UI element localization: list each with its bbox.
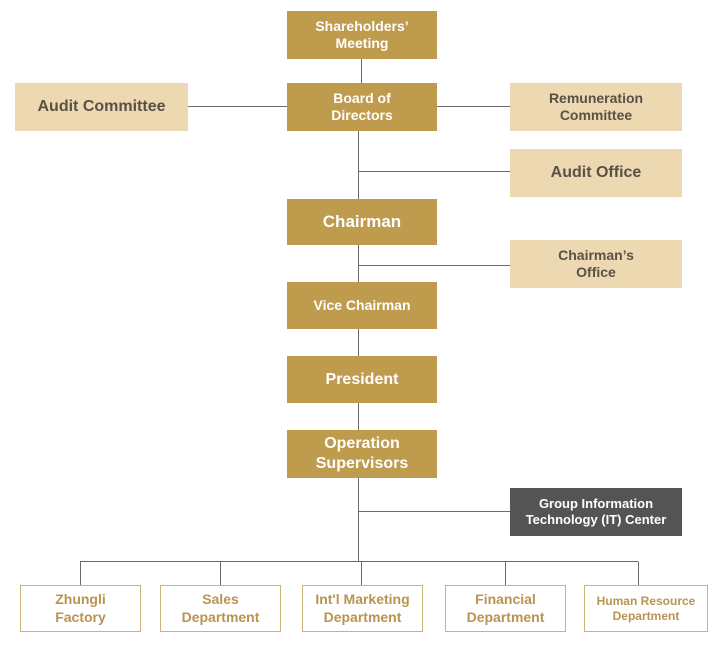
board-of-directors-box: Board of Directors	[287, 83, 437, 131]
department-financial: Financial Department	[445, 585, 566, 632]
group-it-center-box: Group Information Technology (IT) Center	[510, 488, 682, 536]
operation-supervisors-box: Operation Supervisors	[287, 430, 437, 478]
chairmans-office-box: Chairman’s Office	[510, 240, 682, 288]
department-human-resource: Human Resource Department	[584, 585, 708, 632]
audit-committee-box: Audit Committee	[15, 83, 188, 131]
remuneration-committee-box: Remuneration Committee	[510, 83, 682, 131]
shareholders-meeting-box: Shareholders’ Meeting	[287, 11, 437, 59]
president-box: President	[287, 356, 437, 403]
vice-chairman-box: Vice Chairman	[287, 282, 437, 329]
department-intl-marketing: Int'l Marketing Department	[302, 585, 423, 632]
audit-office-box: Audit Office	[510, 149, 682, 197]
department-sales: Sales Department	[160, 585, 281, 632]
department-zhungli-factory: Zhungli Factory	[20, 585, 141, 632]
chairman-box: Chairman	[287, 199, 437, 245]
